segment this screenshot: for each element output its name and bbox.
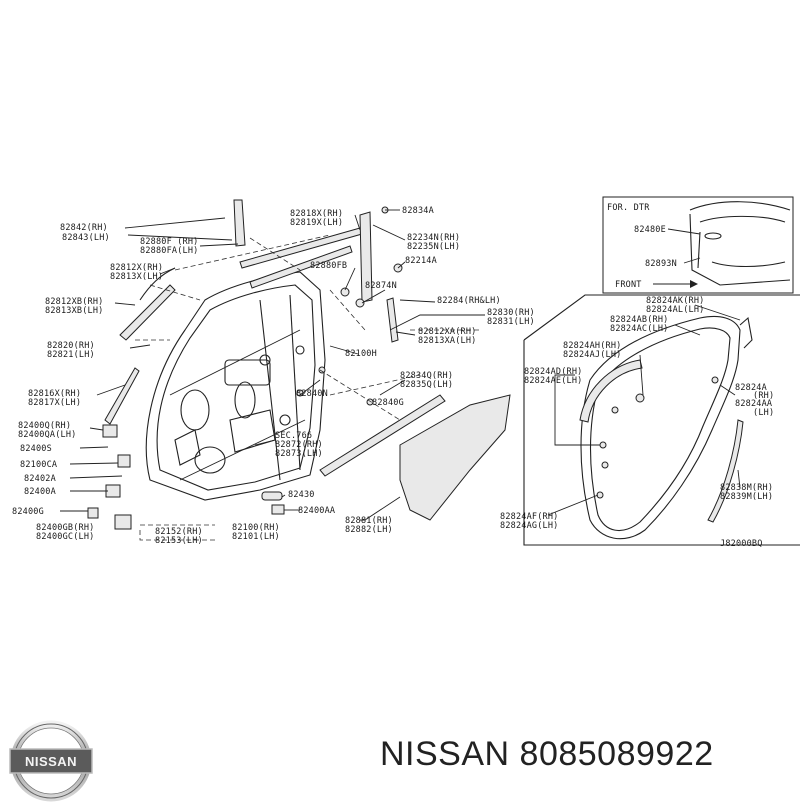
label-82400qa: 82400QA(LH) [18,430,77,440]
label-82873: 82873(LH) [275,449,323,459]
reference-dashed-lines [135,234,480,541]
label-82820: 82820(RH) [47,341,95,351]
label-82824aj: 82824AJ(LH) [563,350,622,360]
label-sec766: SEC.766 [275,431,312,441]
label-82831: 82831(LH) [487,317,535,327]
label-82813x: 82813X(LH) [110,272,163,282]
label-82824af: 82824AF(RH) [500,512,559,522]
part-number-labels: 82842(RH) 82843(LH) 82880F (RH) 82880FA(… [12,203,774,549]
label-82840g: 82840G [372,398,404,408]
label-82400aa: 82400AA [298,506,335,516]
label-82893n: 82893N [645,259,677,269]
label-82812xb: 82812XB(RH) [45,297,104,307]
label-82812x: 82812X(RH) [110,263,163,273]
label-82234n: 82234N(RH) [407,233,460,243]
label-82880fb: 82880FB [310,261,347,271]
label-82882: 82882(LH) [345,525,393,535]
label-82100h: 82100H [345,349,377,359]
label-82152: 82152(RH) [155,527,203,537]
label-82400gb: 82400GB(RH) [36,523,95,533]
label-82880fa: 82880FA(LH) [140,246,199,256]
label-for-dtr: FOR. DTR [607,203,650,213]
label-82824ae: 82824AE(LH) [524,376,583,386]
label-82824ad: 82824AD(RH) [524,367,583,377]
label-82101: 82101(LH) [232,532,280,542]
label-82214a: 82214A [405,256,437,266]
label-82480e: 82480E [634,225,666,235]
label-82813xb: 82813XB(LH) [45,306,104,316]
part-caption: NISSAN 8085089922 [380,735,714,774]
weatherstrip-diagram [523,294,800,546]
nissan-logo: NISSAN [9,720,93,802]
diagram-code: J82000BQ [720,539,763,549]
label-82824ac: 82824AC(LH) [610,324,669,334]
label-82817x: 82817X(LH) [28,398,81,408]
label-82880f: 82880F (RH) [140,237,199,247]
label-82824a-rh: (RH) [753,391,774,401]
label-82400a: 82400A [24,487,56,497]
label-82872: 82872(RH) [275,440,323,450]
label-82100ca: 82100CA [20,460,57,470]
label-82284: 82284(RH&LH) [437,296,501,306]
label-82235n: 82235N(LH) [407,242,460,252]
leader-lines [60,209,485,521]
door-panel-drawing [87,199,511,530]
label-82834q: 82834Q(RH) [400,371,453,381]
label-82818x: 82818X(RH) [290,209,343,219]
dtr-inset [602,196,794,294]
label-82834a: 82834A [402,206,434,216]
label-82824a: 82824A [735,383,767,393]
brand-name: NISSAN [380,735,510,773]
label-82830: 82830(RH) [487,308,535,318]
label-82153: 82153(LH) [155,536,203,546]
label-82843: 82843(LH) [62,233,110,243]
label-82100: 82100(RH) [232,523,280,533]
label-82824al: 82824AL(LH) [646,305,705,315]
label-82874n: 82874N [365,281,397,291]
label-82821: 82821(LH) [47,350,95,360]
label-82838m: 82838M(RH) [720,483,773,493]
label-82840n: 82840N [296,389,328,399]
label-82812xa: 82812XA(RH) [418,327,477,337]
label-82824ah: 82824AH(RH) [563,341,622,351]
label-82819x: 82819X(LH) [290,218,343,228]
label-82400s: 82400S [20,444,52,454]
label-82430: 82430 [288,490,315,500]
part-number: 8085089922 [519,735,714,773]
label-82824ak: 82824AK(RH) [646,296,705,306]
label-82400g: 82400G [12,507,44,517]
label-front: FRONT [615,280,642,290]
label-82881: 82881(RH) [345,516,393,526]
nissan-logo-text: NISSAN [25,754,77,769]
label-82813xa: 82813XA(LH) [418,336,477,346]
label-82839m: 82839M(LH) [720,492,773,502]
label-82402a: 82402A [24,474,56,484]
label-82400gc: 82400GC(LH) [36,532,95,542]
label-82400q: 82400Q(RH) [18,421,71,431]
label-82816x: 82816X(RH) [28,389,81,399]
label-82835q: 82835Q(LH) [400,380,453,390]
label-82824ab: 82824AB(RH) [610,315,669,325]
label-82824aa: 82824AA [735,399,772,409]
label-82824aa-lh: (LH) [753,408,774,418]
label-82842: 82842(RH) [60,223,108,233]
label-82824ag: 82824AG(LH) [500,521,559,531]
